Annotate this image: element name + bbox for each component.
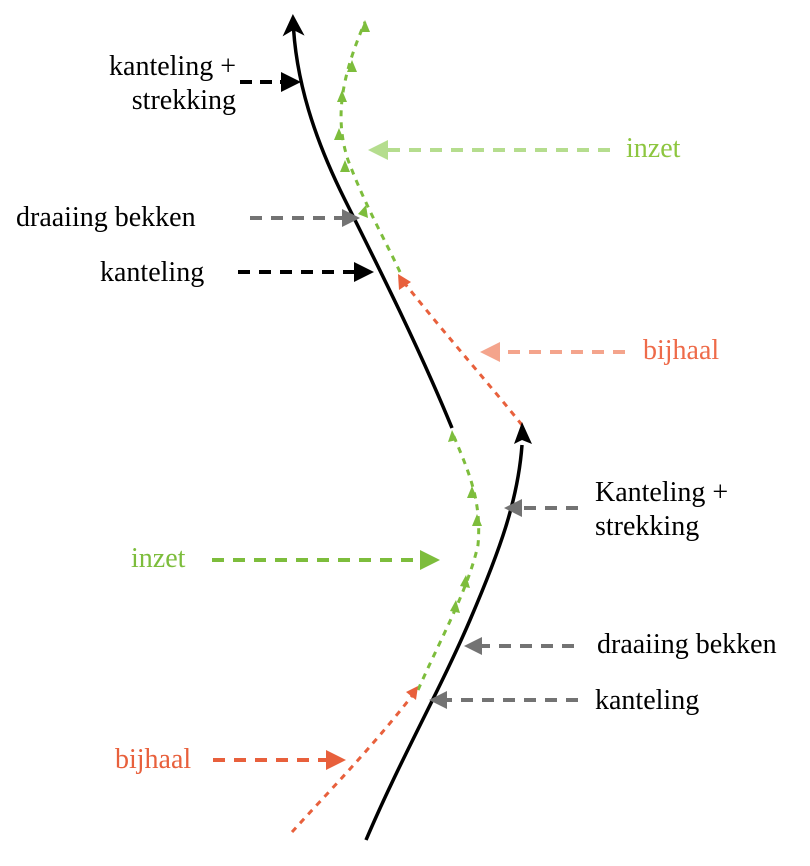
label-top-bijhaal: bijhaal bbox=[643, 335, 720, 366]
label-bottom-kanteling-strekking: Kanteling + strekking bbox=[595, 476, 728, 544]
label-bottom-kanteling-strekking-line2: strekking bbox=[595, 511, 700, 542]
label-bottom-kanteling-strekking-line1: Kanteling + bbox=[595, 477, 729, 508]
upper-green-chevrons bbox=[334, 20, 370, 218]
label-bottom-bijhaal: bijhaal bbox=[115, 744, 192, 775]
lower-black-path bbox=[364, 444, 524, 841]
label-bottom-draaiing-bekken: draaiing bekken bbox=[597, 629, 777, 660]
lower-black-arrowhead bbox=[514, 422, 532, 444]
label-top-kanteling-strekking: kanteling + strekking bbox=[70, 50, 236, 118]
label-top-inzet: inzet bbox=[626, 133, 681, 164]
label-top-kanteling: kanteling bbox=[100, 257, 205, 288]
upper-red-path bbox=[400, 279, 524, 426]
label-bottom-inzet: inzet bbox=[131, 543, 186, 574]
lower-red-arrowhead bbox=[406, 686, 418, 700]
lower-green-chevrons bbox=[448, 430, 482, 613]
lower-green-path bbox=[416, 431, 481, 691]
label-top-kanteling-strekking-line1: kanteling + bbox=[109, 51, 236, 82]
upper-green-path bbox=[339, 21, 402, 273]
label-top-kanteling-strekking-line2: strekking bbox=[131, 85, 236, 116]
upper-black-path bbox=[282, 14, 454, 429]
label-top-draaiing-bekken: draaiing bekken bbox=[16, 202, 196, 233]
lower-red-path bbox=[290, 691, 417, 834]
label-bottom-kanteling: kanteling bbox=[595, 685, 700, 716]
upper-red-arrowhead bbox=[398, 274, 411, 290]
